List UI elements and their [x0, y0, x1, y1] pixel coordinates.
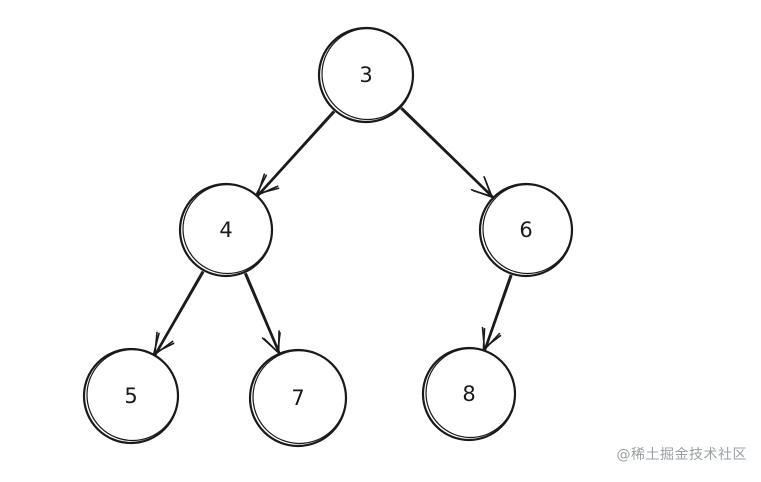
node-label: 8 — [462, 382, 475, 406]
edge-line-sketch — [401, 107, 494, 198]
edge-n3-n6 — [400, 107, 494, 199]
node-circle-sketch — [482, 183, 573, 275]
edge-line-sketch — [154, 271, 205, 356]
tree-node-8: 8 — [421, 346, 517, 442]
tree-node-5: 5 — [82, 347, 180, 445]
tree-node-7: 7 — [248, 348, 348, 448]
node-circle-sketch — [321, 27, 414, 121]
arrow-head-sketch — [153, 332, 175, 355]
node-circle-sketch — [425, 347, 516, 439]
node-circle-sketch — [182, 183, 273, 275]
edge-n3-n4 — [255, 110, 336, 197]
arrow-head-sketch — [482, 327, 502, 350]
node-label: 3 — [359, 63, 372, 87]
edge-line-sketch — [257, 111, 336, 197]
edge-line-sketch — [245, 272, 281, 354]
edge-line — [154, 270, 203, 356]
node-circle-sketch — [86, 348, 179, 442]
arrow-head-sketch — [472, 178, 493, 198]
edges-layer — [153, 107, 513, 356]
arrow-head-sketch — [263, 332, 281, 353]
edge-line — [483, 274, 512, 351]
tree-node-3: 3 — [317, 26, 415, 124]
tree-node-6: 6 — [478, 182, 574, 278]
edge-n6-n8 — [481, 274, 513, 351]
tree-node-4: 4 — [178, 182, 274, 278]
node-label: 4 — [219, 218, 232, 242]
node-circle-sketch — [252, 349, 347, 445]
watermark-text: @稀土掘金技术社区 — [616, 447, 747, 463]
node-label: 5 — [124, 384, 137, 408]
nodes-layer: 3 4 6 5 7 8 — [82, 26, 574, 448]
node-label: 7 — [291, 386, 304, 410]
edge-n4-n7 — [244, 272, 281, 354]
edge-line — [400, 108, 494, 199]
edge-n4-n5 — [153, 270, 205, 356]
node-label: 6 — [519, 218, 532, 242]
edge-line-sketch — [484, 275, 513, 351]
edge-line — [244, 273, 280, 354]
edge-line — [256, 110, 334, 196]
